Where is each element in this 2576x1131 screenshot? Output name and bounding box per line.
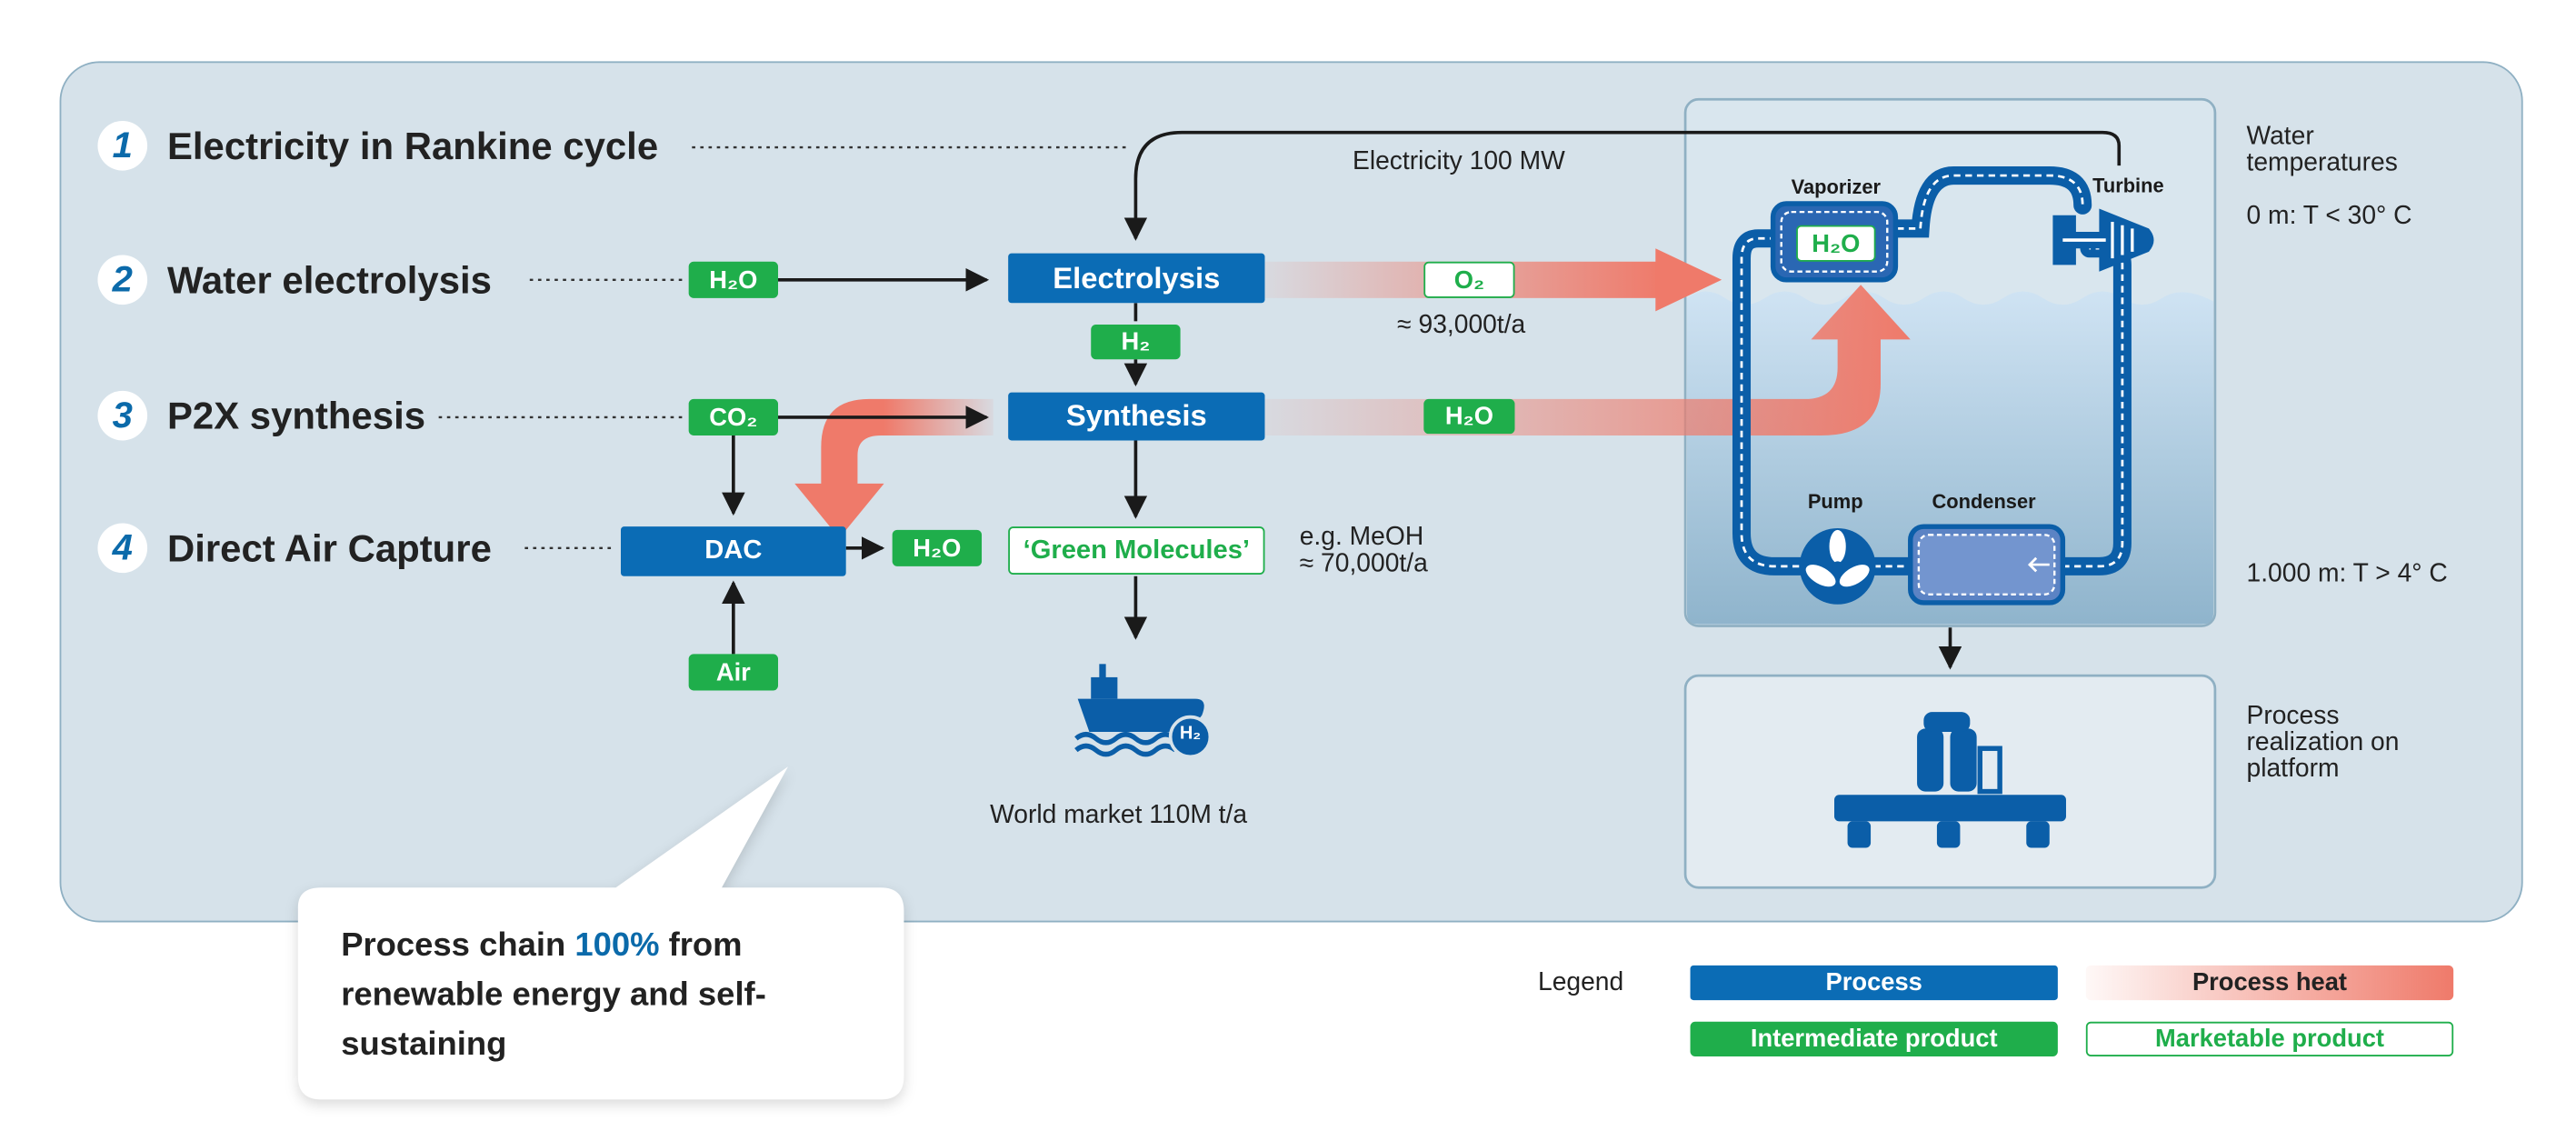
o2-amount-label: ≈ 93,000t/a: [1397, 311, 1526, 340]
callout-line-1-post: from: [659, 926, 743, 964]
meoh-label: e.g. MeOH: [1299, 523, 1424, 552]
rankine-pipe: [1732, 166, 2132, 576]
electrolysis-process: Electrolysis: [1008, 253, 1265, 304]
h2o-dac-product: H₂O: [892, 529, 983, 566]
step-title-4: Direct Air Capture: [166, 526, 492, 570]
step-number-3: 3: [97, 390, 148, 441]
water-temp-title-2: temperatures: [2246, 148, 2398, 177]
air-product: Air: [688, 654, 779, 691]
platform-note-1: Process: [2246, 702, 2340, 731]
ship-h2-badge: H₂: [1179, 723, 1202, 744]
h2o-input-product: H₂O: [688, 261, 779, 298]
platform-note-2: realization on: [2246, 728, 2400, 757]
step-number-4: 4: [97, 523, 148, 574]
turbine-label: Turbine: [2092, 174, 2164, 197]
electricity-label: Electricity 100 MW: [1353, 147, 1565, 176]
callout-line-1-pre: Process chain: [341, 926, 575, 964]
h2o-synthesis-product: H₂O: [1423, 398, 1515, 435]
legend-marketable: Marketable product: [2085, 1021, 2454, 1056]
world-market-label: World market 110M t/a: [990, 801, 1248, 830]
callout-line-1: Process chain 100% from: [341, 921, 766, 971]
water-temp-title-1: Water: [2246, 122, 2314, 151]
step-number-1: 1: [97, 120, 148, 171]
co2-product: CO₂: [688, 398, 779, 436]
heat-arrow-dac: [794, 398, 993, 538]
synthesis-process: Synthesis: [1008, 392, 1265, 441]
h2-product: H₂: [1091, 324, 1181, 360]
platform-icon: [1834, 712, 2066, 848]
legend-title: Legend: [1537, 968, 1624, 997]
vaporizer-label: Vaporizer: [1791, 175, 1882, 199]
deep-temp: 1.000 m: T > 4° C: [2246, 559, 2448, 588]
legend-process: Process: [1690, 965, 2058, 1001]
pump-label: Pump: [1807, 490, 1863, 514]
step-title-3: P2X synthesis: [166, 394, 426, 437]
dac-process: DAC: [620, 526, 846, 576]
flow-arrows: [722, 268, 1962, 670]
green-molecules-product: ‘Green Molecules’: [1008, 526, 1265, 575]
callout-bubble: [297, 766, 904, 1100]
ship-icon: [1074, 664, 1213, 759]
condenser: [1908, 524, 2066, 606]
step-leaders: [438, 145, 1126, 550]
callout-line-3: sustaining: [341, 1026, 507, 1064]
step-title-2: Water electrolysis: [166, 258, 492, 302]
condenser-label: Condenser: [1932, 490, 2036, 514]
legend-intermediate: Intermediate product: [1690, 1021, 2058, 1056]
o2-product: O₂: [1423, 261, 1515, 298]
turbine-icon: [2052, 208, 2154, 272]
meoh-amount-label: ≈ 70,000t/a: [1299, 549, 1428, 578]
surface-temp: 0 m: T < 30° C: [2246, 202, 2412, 231]
platform-note-3: platform: [2246, 755, 2340, 784]
pump-icon: [1799, 527, 1876, 605]
heat-arrow-synthesis: [1264, 285, 1911, 436]
legend-process-heat: Process heat: [2085, 965, 2454, 1001]
step-title-1: Electricity in Rankine cycle: [166, 124, 659, 167]
vaporizer-h2o-label: H₂O: [1796, 225, 1876, 262]
callout-accent: 100%: [574, 926, 660, 964]
step-number-2: 2: [97, 255, 148, 305]
electricity-line: [1123, 130, 2122, 241]
callout-line-2: renewable energy and self-: [341, 976, 766, 1014]
callout-text: Process chain 100% from renewable energy…: [341, 921, 766, 1070]
